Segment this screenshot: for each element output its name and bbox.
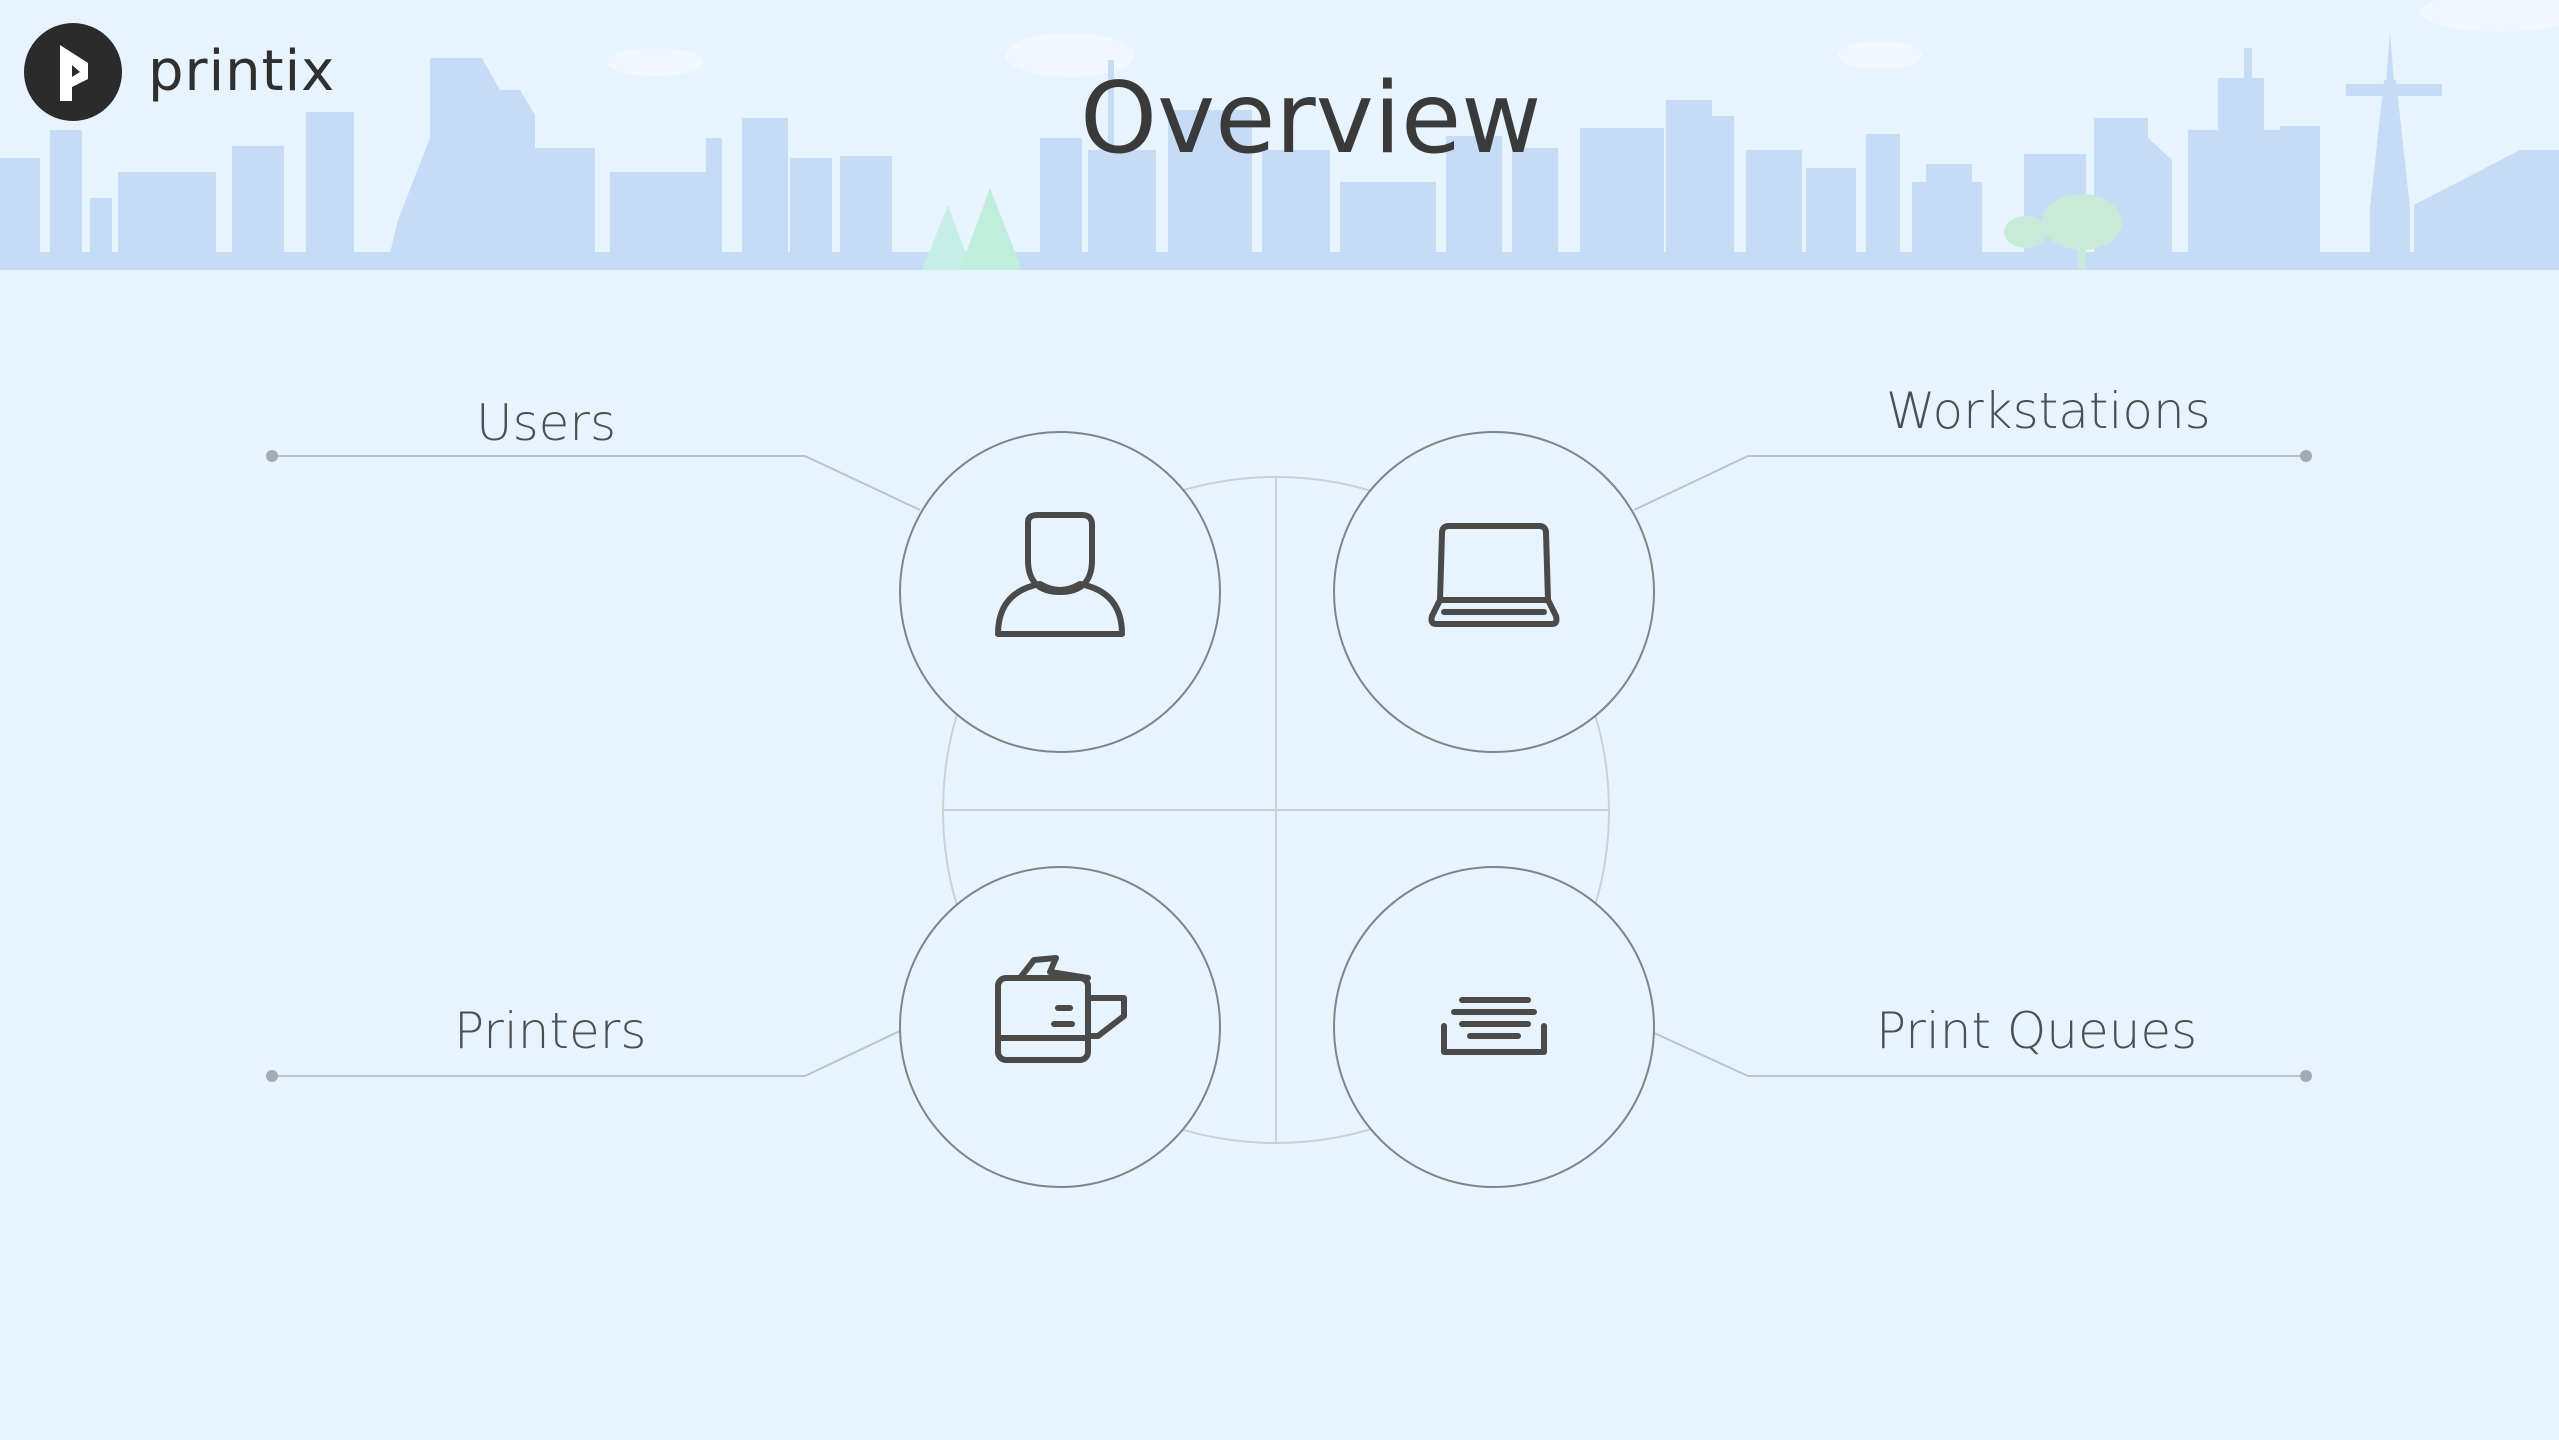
users-connector [272, 455, 921, 511]
brand-name: printix [148, 39, 336, 104]
workstations-node [1333, 431, 1655, 753]
printer-icon [995, 955, 1127, 1063]
printix-arrow-logo-icon [24, 23, 122, 121]
printix-logo[interactable]: printix [24, 22, 335, 122]
printers-connector-dot [266, 1070, 278, 1082]
page-title: Overview [1080, 62, 1542, 176]
user-icon [995, 512, 1125, 637]
queue-icon [1441, 997, 1547, 1055]
users-label: Users [476, 394, 617, 452]
workstations-connector [1633, 455, 2306, 511]
print-queues-connector-dot [2300, 1070, 2312, 1082]
workstations-connector-dot [2300, 450, 2312, 462]
laptop-icon [1428, 523, 1560, 627]
printers-label: Printers [454, 1002, 647, 1060]
workstations-label: Workstations [1886, 382, 2211, 440]
users-connector-dot [266, 450, 278, 462]
print-queues-connector [1651, 1031, 2306, 1077]
skyline-banner [0, 0, 2559, 270]
print-queues-label: Print Queues [1876, 1002, 2198, 1060]
printers-connector [272, 1029, 903, 1077]
